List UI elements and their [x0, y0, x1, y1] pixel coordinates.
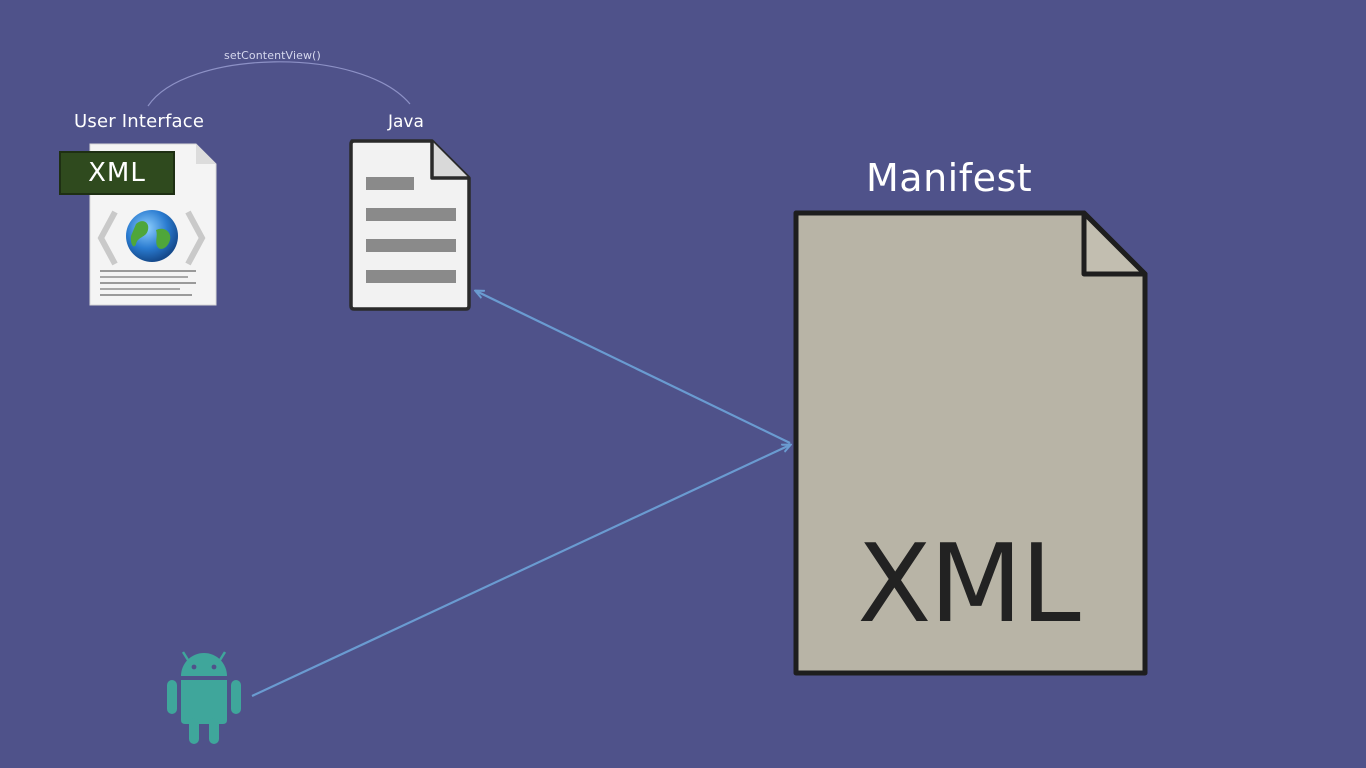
java-document-icon: [349, 139, 471, 311]
xml-globe-file-icon: [59, 143, 217, 306]
manifest-to-java-arrow: [476, 291, 791, 444]
ui-xml-badge: XML: [88, 158, 146, 188]
manifest-label: Manifest: [866, 156, 1033, 200]
java-label: Java: [388, 112, 424, 132]
setcontentview-arc: [147, 61, 411, 107]
manifest-document-icon: [793, 210, 1148, 676]
android-to-manifest-arrow: [251, 445, 790, 697]
user-interface-label: User Interface: [74, 111, 205, 132]
setcontentview-label: setContentView(): [224, 49, 321, 62]
manifest-xml-text: XML: [857, 522, 1080, 647]
android-robot-icon: [167, 651, 241, 744]
